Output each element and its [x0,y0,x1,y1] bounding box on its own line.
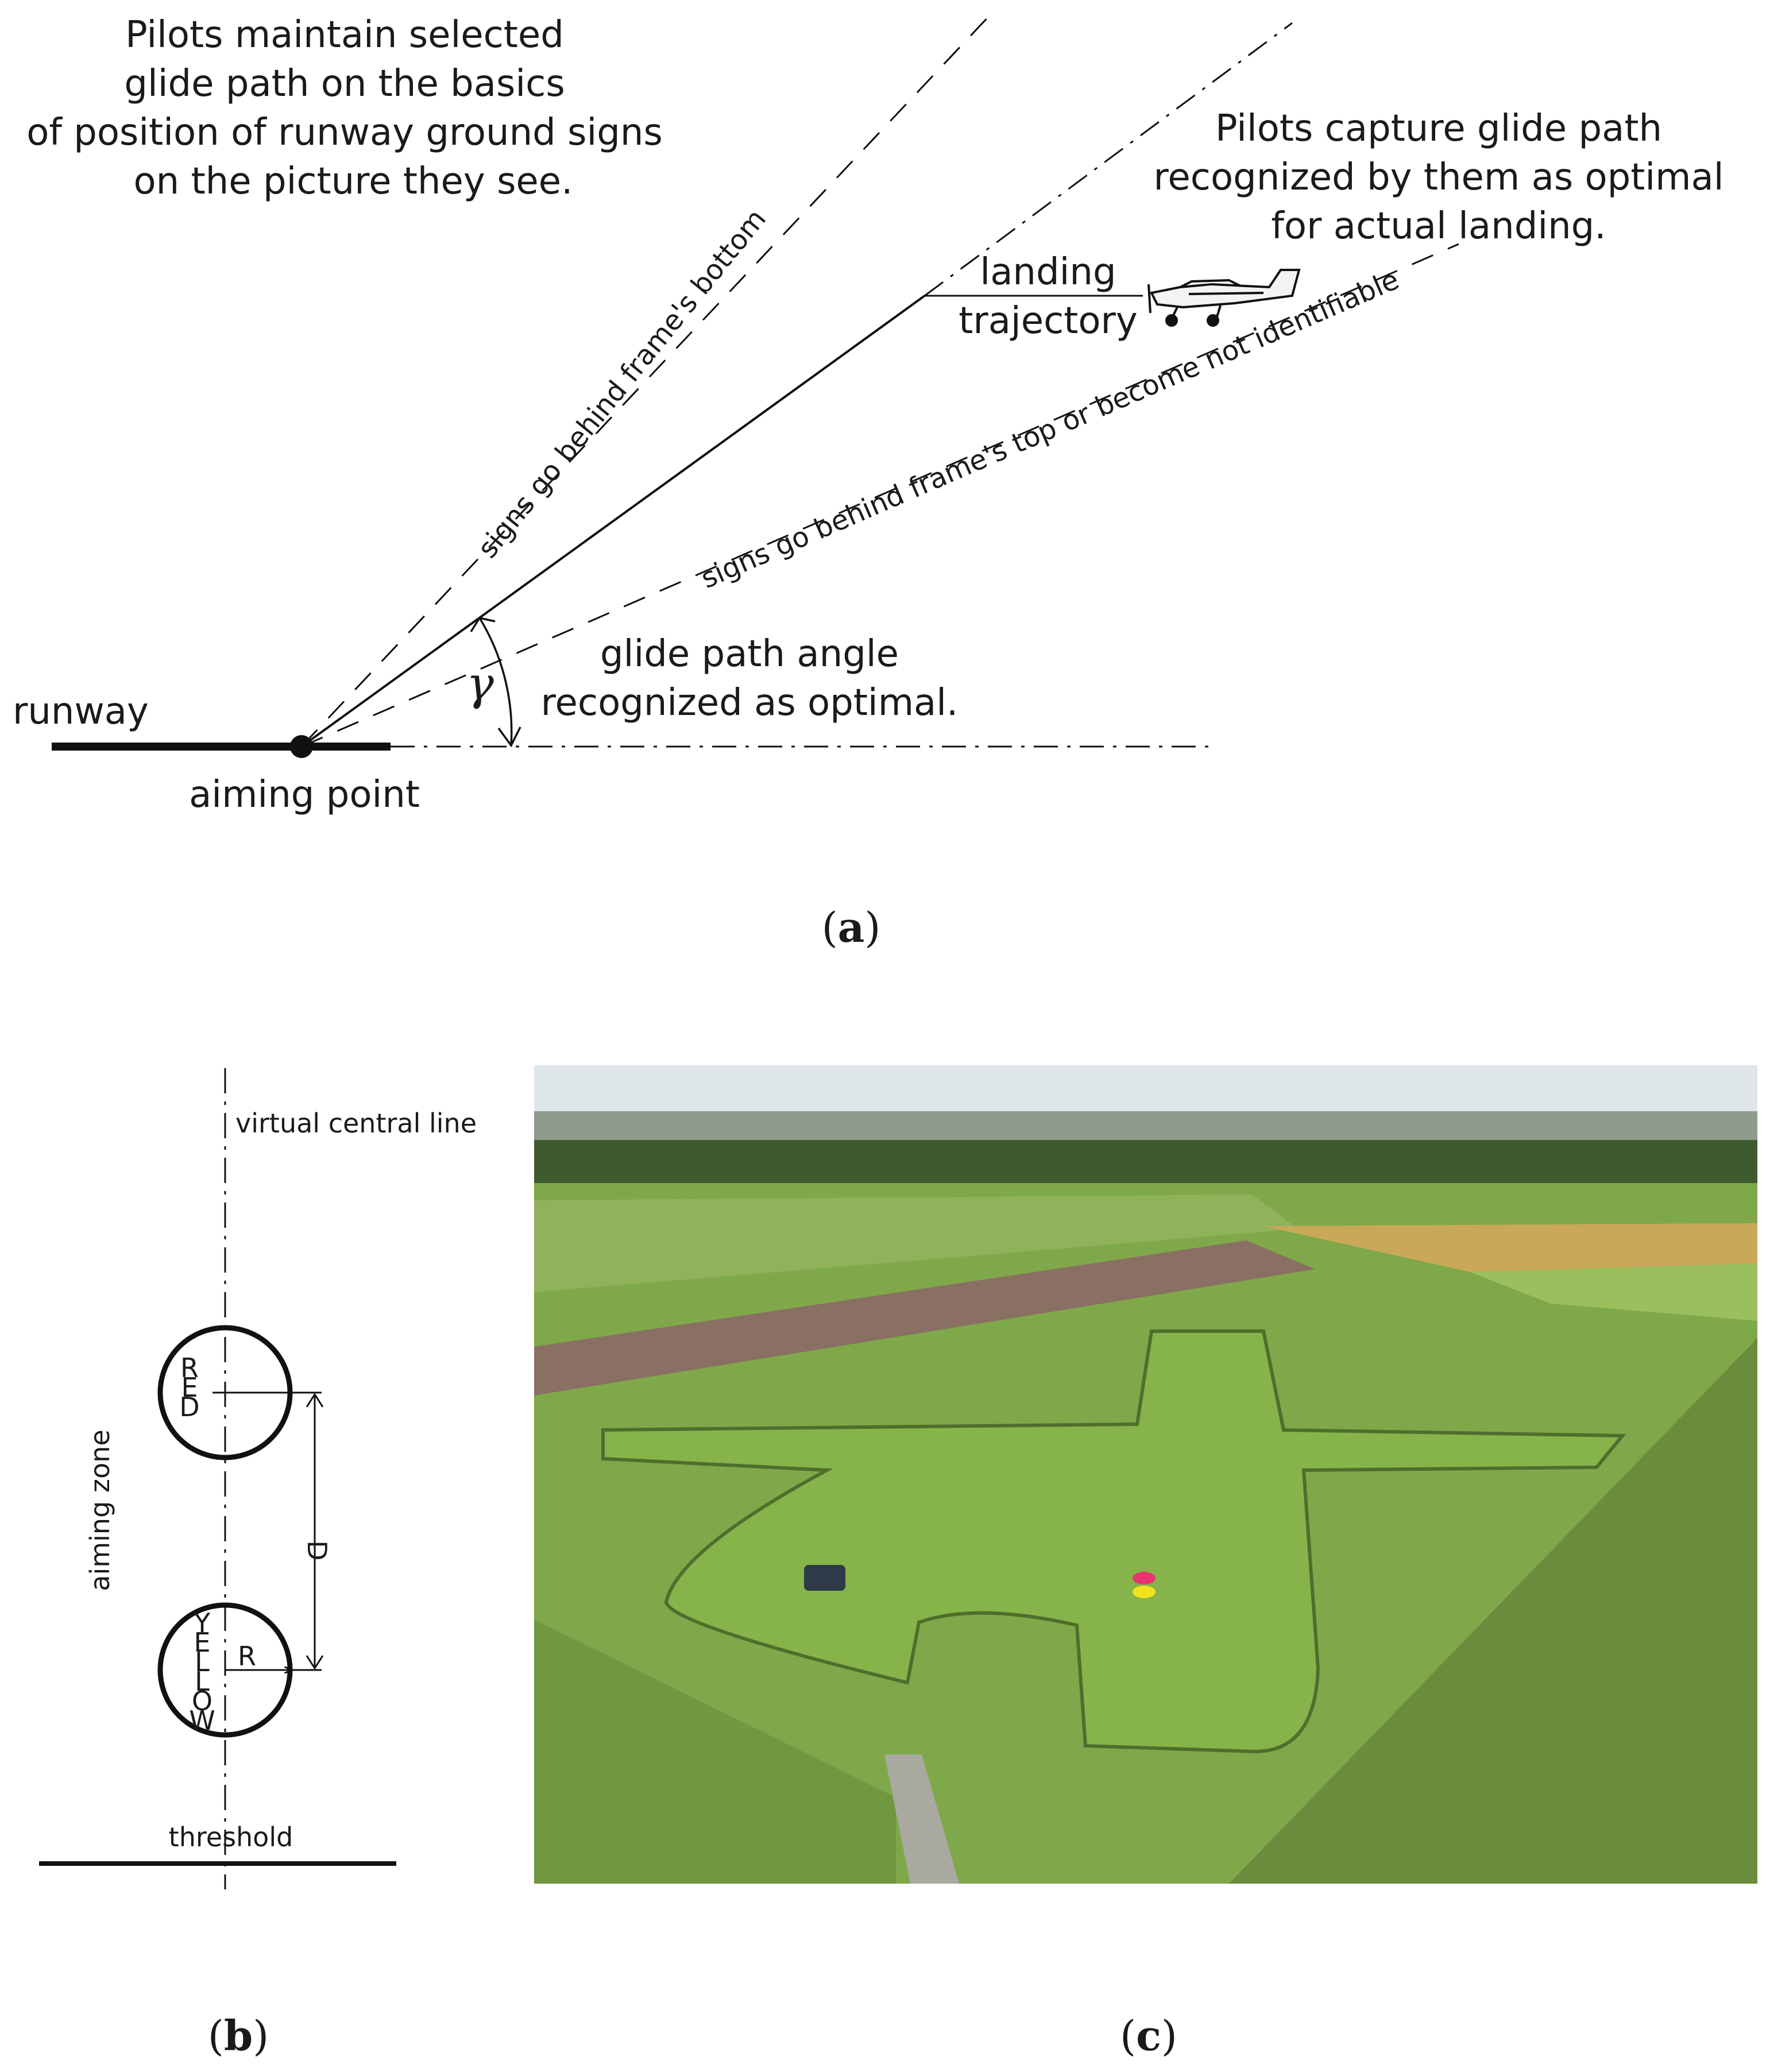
note-right-line-2: recognized by them as optimal [1154,156,1724,199]
lower-dashed-line [301,243,1459,748]
caption-c-close: ) [1161,2012,1177,2060]
caption-a-letter: a [838,903,865,952]
angle-label-line-2: recognized as optimal. [541,682,959,724]
yellow-letter-2: E [194,1627,210,1658]
note-right-line-3: for actual landing. [1271,205,1606,248]
photo-red-sign [1133,1572,1156,1584]
threshold-label: threshold [169,1822,293,1853]
angle-arc [478,617,513,746]
red-letter-2: E [181,1372,198,1403]
photo-airplane-strip [601,1329,1626,1754]
yellow-letter-1: Y [194,1607,211,1638]
photo-far-field [534,1195,1298,1292]
photo-crop-field [1229,1338,1757,1884]
caption-c-open: ( [1120,2012,1136,2060]
landing-trajectory-line [300,295,926,748]
panel-b: virtual central line aiming zone R E D R… [39,1068,477,2060]
note-left-line-3: of position of runway ground signs [26,111,663,154]
photo-tree-line [534,1140,1757,1189]
photo-wheat-field [1263,1223,1757,1272]
note-left-line-4: on the picture they see. [134,160,573,203]
panel-c: (c) [534,1065,1757,2060]
caption-b-open: ( [208,2012,224,2060]
angle-arrow-bottom [497,726,521,748]
upper-dashed-line [300,13,992,748]
yellow-letter-3: L [195,1646,210,1677]
caption-a-open: ( [822,903,838,952]
photo-vehicle [804,1565,845,1591]
photo-right-field [1470,1263,1757,1321]
note-left-line-1: Pilots maintain selected [125,14,564,56]
photo-yellow-sign [1133,1586,1156,1598]
aiming-point-label: aiming point [189,774,420,816]
photo-lower-left-field [534,1619,896,1884]
photo-dirt-track [884,1754,959,1884]
caption-b-letter: b [224,2011,253,2060]
photo-horizon-haze [534,1111,1757,1143]
trajectory-label-line-1: landing [980,251,1116,293]
yellow-letter-6: W [189,1705,215,1736]
radius-label: R [238,1641,256,1672]
note-left-line-2: glide path on the basics [124,63,565,105]
caption-c-letter: c [1136,2011,1161,2060]
caption-b-close: ) [253,2012,269,2060]
angle-label-line-1: glide path angle [600,633,899,675]
trajectory-label-line-2: trajectory [959,300,1137,342]
photo-ploughed-field [534,1240,1315,1395]
note-right-line-1: Pilots capture glide path [1215,107,1662,150]
angle-arrow-top [470,617,496,632]
runway-label: runway [13,690,149,733]
central-line-label: virtual central line [235,1108,477,1139]
aerial-photo [534,1065,1757,1884]
caption-a-close: ) [864,903,880,952]
distance-arrow-top [306,1393,324,1408]
distance-label: D [302,1540,333,1560]
caption-a: (a) [822,903,881,952]
red-letter-3: D [179,1391,199,1422]
caption-c: (c) [1120,2011,1177,2060]
panel-a: Pilots maintain selected glide path on t… [13,13,1724,952]
aiming-zone-label: aiming zone [84,1429,115,1591]
caption-b: (b) [208,2011,269,2060]
yellow-letter-5: O [192,1686,212,1717]
upper-dashed-label: signs go behind frame's bottom [472,203,772,565]
angle-gamma-symbol: γ [466,657,494,710]
distance-arrow-bottom [306,1655,324,1670]
yellow-letter-4: L [195,1666,210,1697]
landing-trajectory-extension [924,22,1293,297]
airplane-icon [1147,269,1301,327]
aiming-point-dot [290,735,313,758]
red-letter-1: R [180,1352,199,1383]
